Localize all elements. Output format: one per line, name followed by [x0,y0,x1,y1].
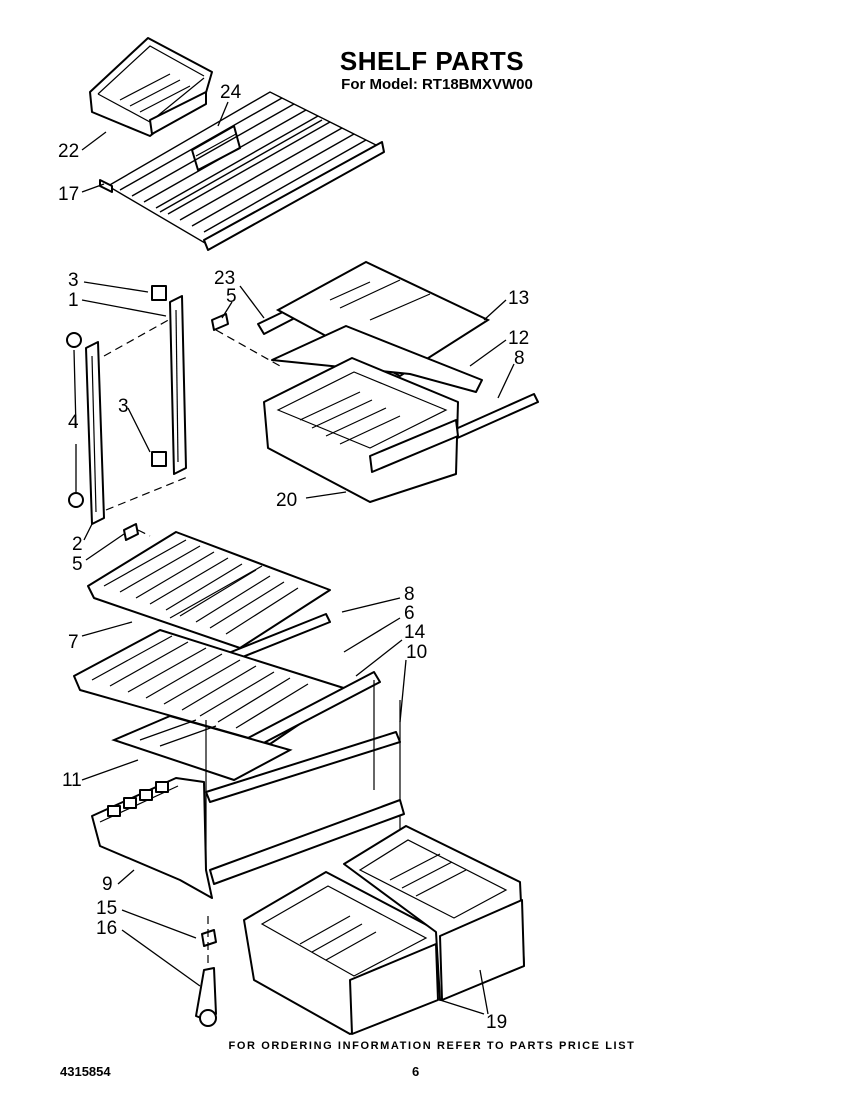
part-11-glass-insert [111,714,293,782]
callout-3-mid: 3 [118,396,129,417]
part-5-bushings [123,313,229,541]
part-16-handle [195,967,217,1027]
part-20-crisper-drawer [263,357,459,503]
callout-9: 9 [102,874,113,895]
callout-22: 22 [58,141,79,162]
callout-13: 13 [508,288,529,309]
callout-5-mid: 5 [72,554,83,575]
callout-16: 16 [96,918,117,939]
callout-24: 24 [220,82,242,103]
part-19-crisper-drawers [243,825,525,1035]
callout-14: 14 [404,622,426,643]
callout-6: 6 [404,603,415,624]
part-4-caps [66,332,84,508]
document-number: 4315854 [60,1064,111,1079]
part-7-shelf [87,531,331,649]
leader-lines [73,101,515,1015]
callout-8-top: 8 [514,348,525,369]
part-17-wire-shelf [99,91,385,251]
ordering-note: FOR ORDERING INFORMATION REFER TO PARTS … [228,1040,636,1052]
part-2-rail [85,341,105,525]
callout-labels: 22 24 17 3 1 23 5 13 12 8 4 3 20 2 5 8 6… [58,82,529,1033]
callout-5-top: 5 [226,286,237,307]
part-22-bin [89,37,213,137]
part-9-crisper-cover [91,777,405,899]
page-number: 6 [412,1064,420,1079]
model-subtitle: For Model: RT18BMXVW00 [341,76,533,93]
callout-19: 19 [486,1012,507,1033]
callout-2: 2 [72,534,83,555]
callout-7: 7 [68,632,79,653]
part-1-rail [169,295,187,475]
callout-12: 12 [508,328,529,349]
callout-17: 17 [58,184,79,205]
part-3-clips [151,285,167,467]
callout-8-mid: 8 [404,584,415,605]
callout-10: 10 [406,642,427,663]
callout-11: 11 [62,770,82,791]
callout-23: 23 [214,268,235,289]
callout-1: 1 [68,290,79,311]
part-15-knob [201,929,217,947]
page-title: SHELF PARTS [339,46,525,76]
callout-15: 15 [96,898,117,919]
callout-4: 4 [68,412,79,433]
callout-3-top: 3 [68,270,79,291]
callout-20: 20 [276,490,297,511]
